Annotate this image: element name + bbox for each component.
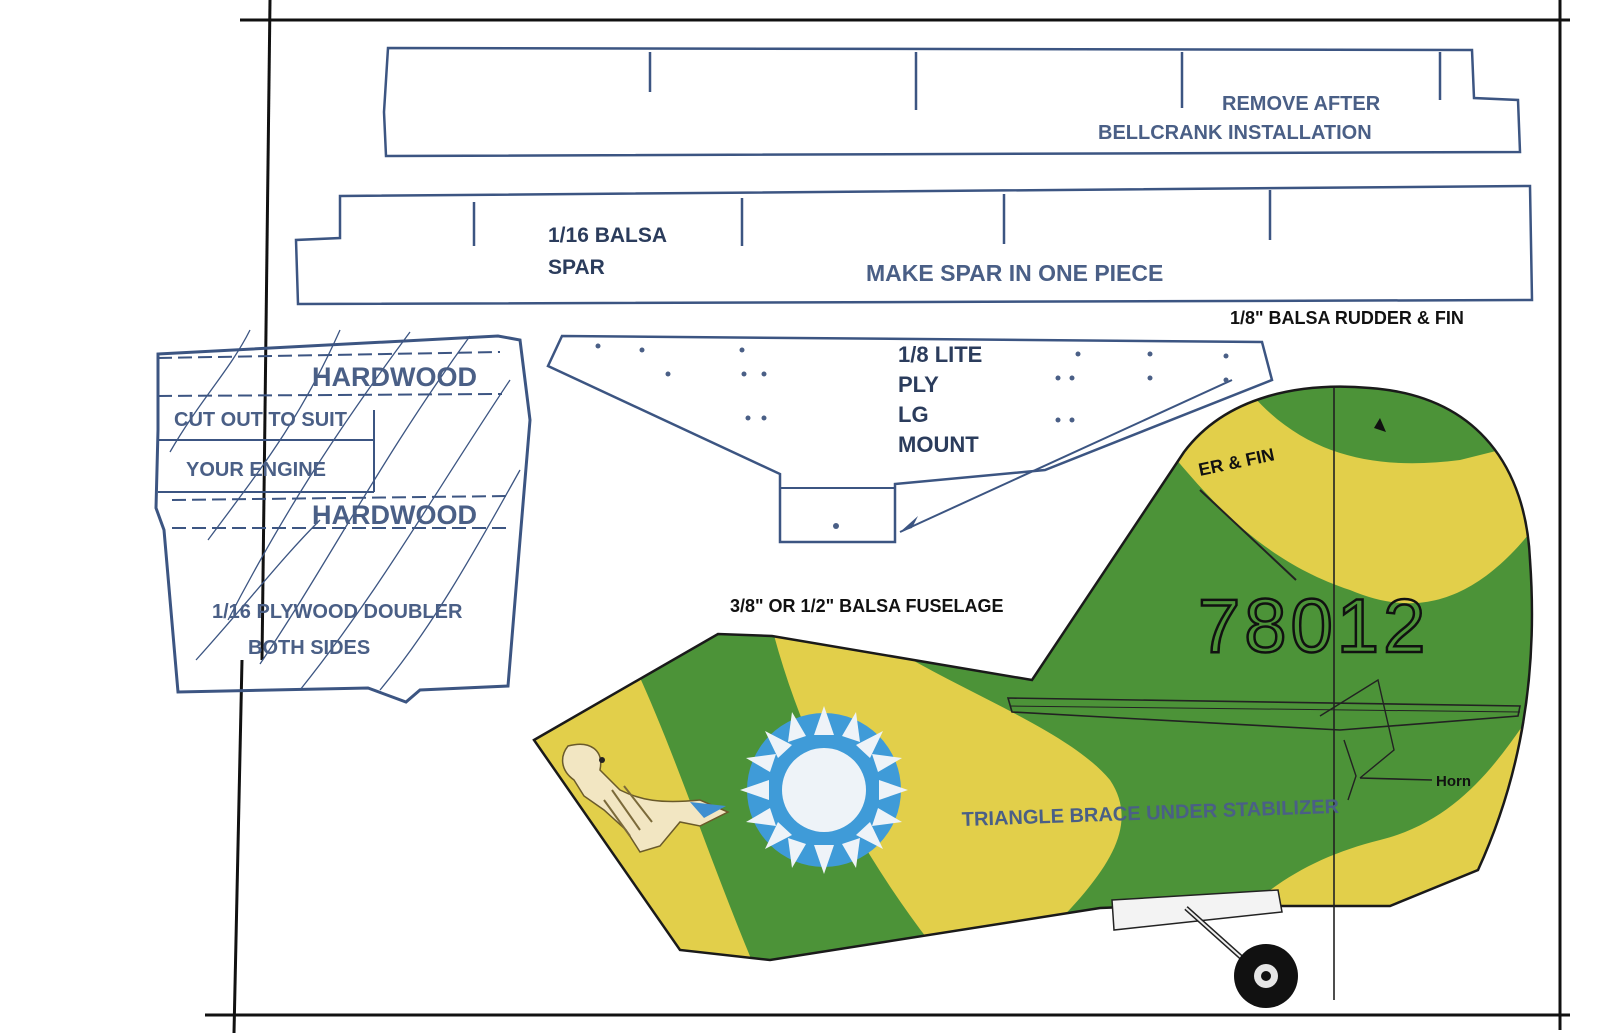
sun-roundel-icon — [740, 706, 908, 874]
mount-label-line2: PLY — [898, 372, 939, 397]
mount-label-line3: LG — [898, 402, 929, 427]
bellcrank-note-line1: REMOVE AFTER — [1222, 93, 1381, 115]
grain-hatching — [169, 329, 521, 691]
tail-number: 78012 — [1198, 584, 1429, 669]
spar-label-line1: 1/16 BALSA — [548, 224, 667, 247]
wing-rib-upper: REMOVE AFTER BELLCRANK INSTALLATION — [382, 46, 1522, 158]
lg-mount-part: 1/8 LITE PLY LG MOUNT — [546, 334, 1274, 544]
horn-label: Horn — [1436, 773, 1471, 790]
sheet-border — [205, 0, 1570, 1033]
hardwood-label-top: HARDWOOD — [312, 362, 477, 392]
fuselage-fin-part: Horn ER & FIN 78012 — [532, 385, 1534, 1008]
doubler-label-line2: BOTH SIDES — [248, 637, 370, 659]
flying-tiger-icon — [561, 743, 730, 853]
mount-label-line4: MOUNT — [898, 432, 979, 457]
plywood-doubler-part: HARDWOOD CUT OUT TO SUIT YOUR ENGINE HAR… — [154, 329, 532, 704]
mount-label-line1: 1/8 LITE — [898, 342, 982, 367]
fuselage-caption: 3/8" OR 1/2" BALSA FUSELAGE — [730, 596, 1003, 616]
rudder-fin-caption: 1/8" BALSA RUDDER & FIN — [1230, 308, 1464, 328]
bellcrank-note-line2: BELLCRANK INSTALLATION — [1098, 122, 1372, 144]
landing-gear — [1111, 889, 1298, 1008]
hardwood-label-bottom: HARDWOOD — [312, 500, 477, 530]
mount-bolt-holes — [595, 343, 1229, 529]
doubler-label-line1: 1/16 PLYWOOD DOUBLER — [212, 601, 463, 623]
cutout-label-line2: YOUR ENGINE — [186, 459, 326, 481]
cutout-label-line1: CUT OUT TO SUIT — [174, 409, 347, 431]
spar-label-line2: SPAR — [548, 256, 605, 279]
spar-instruction: MAKE SPAR IN ONE PIECE — [866, 260, 1163, 286]
spar-part: 1/16 BALSA SPAR MAKE SPAR IN ONE PIECE — [294, 184, 1534, 306]
